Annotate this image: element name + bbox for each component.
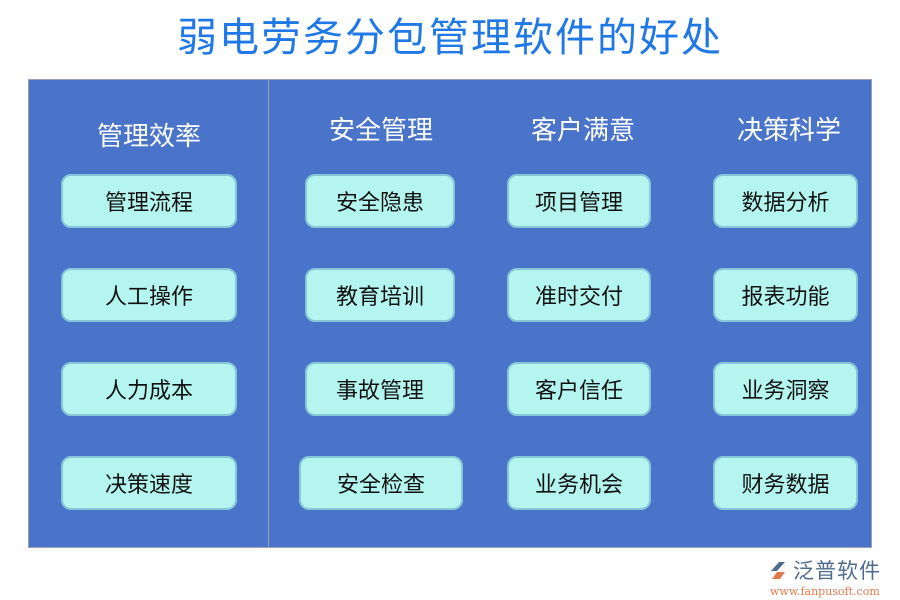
fanpu-logo: 泛普软件 www.fanpusoft.com (768, 555, 898, 598)
item-data-analysis[interactable]: 数据分析 (713, 174, 858, 228)
item-safety-inspection[interactable]: 安全检查 (299, 456, 463, 510)
column-heading-efficiency: 管理效率 (96, 122, 201, 152)
item-management-process[interactable]: 管理流程 (61, 174, 237, 228)
item-report-function[interactable]: 报表功能 (713, 268, 858, 322)
logo-url: www.fanpusoft.com (770, 585, 880, 598)
column-heading-safety: 安全管理 (328, 116, 433, 146)
item-decision-speed[interactable]: 决策速度 (61, 456, 237, 510)
page-title: 弱电劳务分包管理软件的好处 (177, 15, 723, 61)
item-customer-trust[interactable]: 客户信任 (507, 362, 651, 416)
column-divider (268, 80, 269, 547)
item-on-time-delivery[interactable]: 准时交付 (507, 268, 651, 322)
item-safety-hazards[interactable]: 安全隐患 (305, 174, 455, 228)
item-education-training[interactable]: 教育培训 (305, 268, 455, 322)
item-project-management[interactable]: 项目管理 (507, 174, 651, 228)
benefits-panel: 管理效率 管理流程 人工操作 人力成本 决策速度 安全管理 安全隐患 教育培训 … (28, 79, 872, 548)
item-business-insight[interactable]: 业务洞察 (713, 362, 858, 416)
column-heading-customer: 客户满意 (530, 116, 635, 146)
item-manual-operation[interactable]: 人工操作 (61, 268, 237, 322)
item-labor-cost[interactable]: 人力成本 (61, 362, 237, 416)
item-accident-management[interactable]: 事故管理 (305, 362, 455, 416)
logo-name: 泛普软件 (793, 559, 881, 583)
column-heading-decision: 决策科学 (736, 116, 841, 146)
item-business-opportunity[interactable]: 业务机会 (507, 456, 651, 510)
fanpu-logo-icon (768, 559, 790, 581)
item-financial-data[interactable]: 财务数据 (713, 456, 858, 510)
